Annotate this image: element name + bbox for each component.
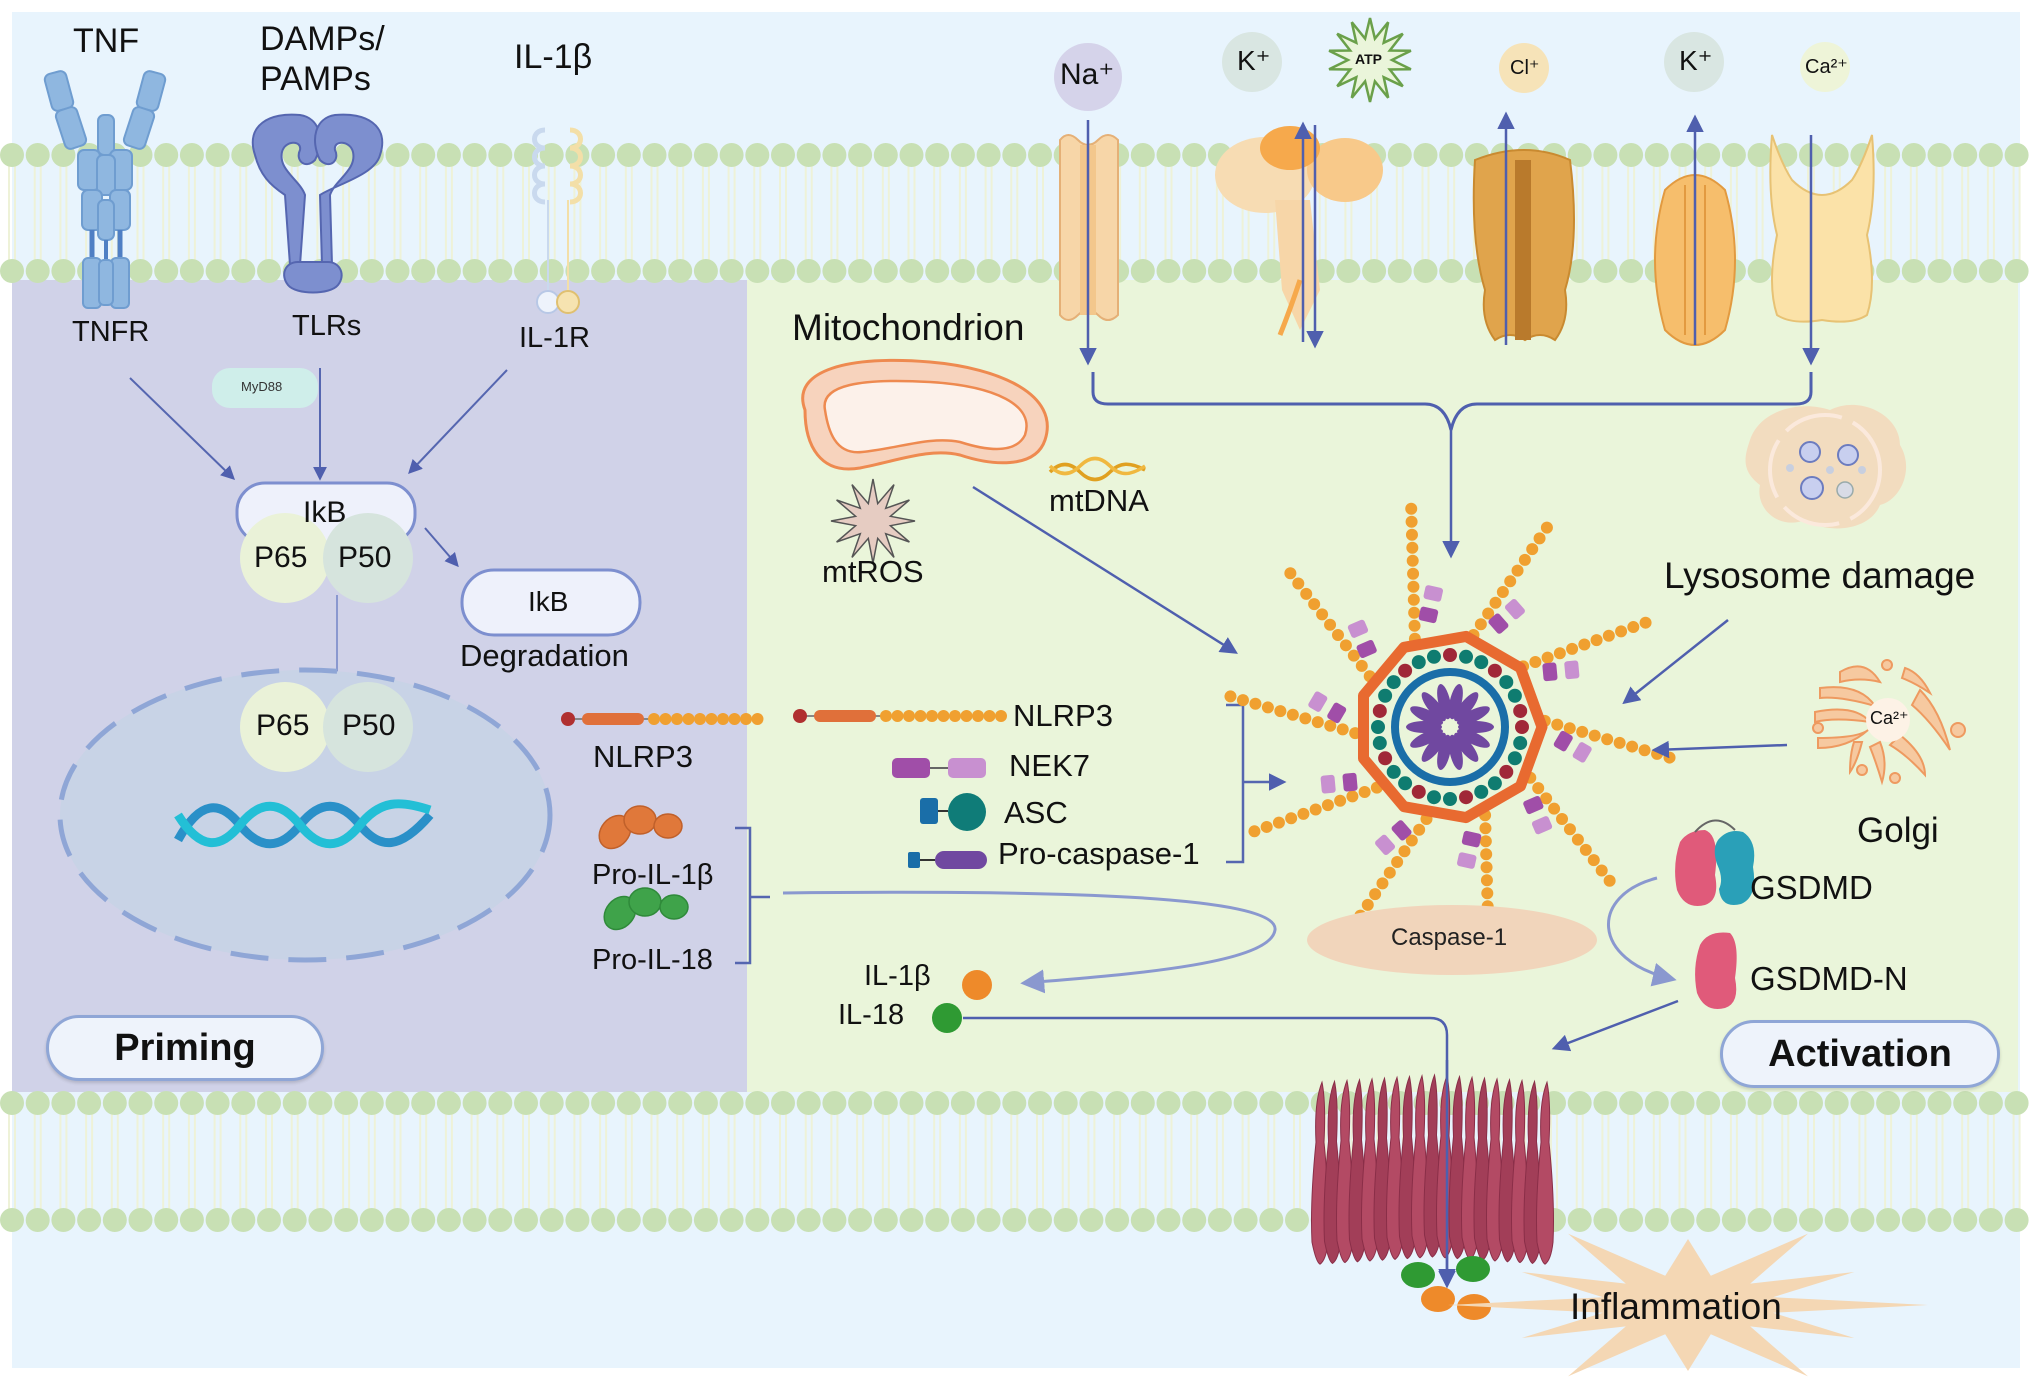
golgi-ca-label: Ca²⁺ bbox=[1870, 708, 1909, 728]
nuclear-p65 bbox=[240, 682, 330, 772]
gsdmd-n-icon bbox=[1695, 932, 1737, 1009]
il1r-receptor-icon bbox=[532, 127, 583, 314]
pro-il18-icon bbox=[603, 887, 689, 931]
pro-caspase1-icon bbox=[908, 851, 987, 869]
damps-label-line1: DAMPs/ bbox=[260, 20, 385, 58]
nlrp3-protein-left bbox=[561, 712, 764, 726]
myd88-label: MyD88 bbox=[241, 379, 283, 394]
k-ion-1 bbox=[1222, 32, 1282, 92]
ca-ion-label: Ca²⁺ bbox=[1805, 56, 1848, 78]
mtros-label: mtROS bbox=[822, 554, 924, 589]
k-ion-2 bbox=[1664, 32, 1724, 92]
cl-ion-label: Cl⁺ bbox=[1510, 57, 1540, 79]
p65-subunit bbox=[240, 513, 330, 603]
tnf-label: TNF bbox=[73, 22, 140, 60]
atp-label: ATP bbox=[1355, 51, 1382, 67]
na-ion bbox=[1054, 43, 1122, 111]
tlr-receptor-icon bbox=[251, 113, 384, 294]
gsdmd-cleavage-arrow bbox=[1607, 876, 1677, 987]
nek7-icon bbox=[892, 758, 986, 778]
pro-caspase1-label: Pro-caspase-1 bbox=[998, 836, 1200, 871]
tlrs-label: TLRs bbox=[292, 310, 362, 342]
lysosome-arrow bbox=[1622, 619, 1729, 705]
cl-ion bbox=[1499, 43, 1549, 93]
mito-arrow bbox=[972, 485, 1238, 654]
gsdmd-label: GSDMD bbox=[1750, 869, 1873, 906]
activation-phase-badge: Activation bbox=[1720, 1020, 2000, 1088]
caspase1-ellipse bbox=[1307, 905, 1597, 975]
myd88-box bbox=[212, 368, 318, 408]
golgi-label: Golgi bbox=[1857, 811, 1939, 850]
nek7-label: NEK7 bbox=[1009, 748, 1090, 783]
golgi-arrow bbox=[1651, 740, 1788, 759]
atp-burst bbox=[1328, 17, 1412, 103]
mtdna-label: mtDNA bbox=[1049, 483, 1149, 518]
asc-icon bbox=[920, 793, 986, 831]
il1r-label: IL-1R bbox=[519, 322, 590, 354]
cl-channel-icon bbox=[1472, 149, 1575, 342]
il1b-dot bbox=[962, 970, 992, 1000]
gsdmd-icon bbox=[1675, 819, 1755, 906]
il1b-label: IL-1β bbox=[864, 960, 931, 992]
caspase1-label: Caspase-1 bbox=[1391, 924, 1508, 951]
asc-label: ASC bbox=[1004, 795, 1068, 830]
na-ion-label: Na⁺ bbox=[1060, 58, 1115, 91]
mitochondrion-icon bbox=[801, 358, 1049, 471]
damps-label-line2: PAMPs bbox=[260, 60, 371, 98]
il18-dot bbox=[932, 1003, 962, 1033]
ca-channel-icon bbox=[1769, 134, 1875, 323]
k-ion-2-label: K⁺ bbox=[1679, 45, 1713, 76]
nlrp3-protein-right bbox=[793, 709, 1007, 723]
tnfr-label: TNFR bbox=[72, 316, 150, 348]
nlrp3-left-label: NLRP3 bbox=[593, 739, 693, 774]
il18-label: IL-18 bbox=[838, 999, 905, 1031]
nuclear-p50 bbox=[323, 682, 413, 772]
pro-il1b-label: Pro-IL-1β bbox=[592, 859, 714, 891]
nuclear-p65-label: P65 bbox=[256, 709, 310, 742]
degradation-label: Degradation bbox=[460, 638, 629, 673]
processing-curve-arrow bbox=[782, 890, 1277, 994]
pro-cytokine-bracket bbox=[735, 826, 770, 965]
il1b-ligand-label: IL-1β bbox=[514, 38, 593, 76]
priming-phase-badge: Priming bbox=[46, 1015, 324, 1081]
tnfr-receptor-icon bbox=[43, 70, 167, 309]
golgi-icon bbox=[1812, 659, 1966, 786]
mtros-burst bbox=[830, 478, 916, 564]
nlrp3-inflammasome-icon bbox=[1224, 502, 1676, 952]
gsdmd-pore-arrow bbox=[1551, 999, 1679, 1052]
secreted-cytokines bbox=[1401, 1256, 1491, 1320]
lysosome-icon bbox=[1745, 404, 1907, 529]
ikb-degraded-box bbox=[460, 568, 642, 637]
gsdmd-pore-icon bbox=[1311, 1073, 1554, 1265]
nlrp3-right-label: NLRP3 bbox=[1013, 698, 1113, 733]
ikb-degraded-label: IkB bbox=[528, 586, 569, 617]
priming-arrows bbox=[129, 368, 508, 693]
gsdmd-n-label: GSDMD-N bbox=[1750, 960, 1908, 997]
k-ion-1-label: K⁺ bbox=[1237, 45, 1271, 76]
inflammation-label: Inflammation bbox=[1570, 1286, 1782, 1327]
ca-ion bbox=[1800, 42, 1850, 92]
lysosome-damage-label: Lysosome damage bbox=[1664, 555, 1976, 596]
mtdna-icon bbox=[1048, 456, 1146, 482]
ikb-label: IkB bbox=[303, 496, 347, 529]
inflammasome-bracket bbox=[1226, 703, 1283, 864]
p50-label: P50 bbox=[338, 541, 392, 574]
nuclear-p50-label: P50 bbox=[342, 709, 396, 742]
inflammation-burst bbox=[1448, 1233, 1928, 1377]
pro-il1b-icon bbox=[598, 805, 683, 850]
ion-flux-arrows bbox=[1079, 111, 1820, 559]
p50-subunit bbox=[323, 513, 413, 603]
mitochondrion-title: Mitochondrion bbox=[792, 307, 1025, 348]
p65-label: P65 bbox=[254, 541, 308, 574]
pro-il18-label: Pro-IL-18 bbox=[592, 944, 713, 976]
secretion-line bbox=[963, 1016, 1456, 1289]
dna-icon bbox=[174, 799, 434, 849]
